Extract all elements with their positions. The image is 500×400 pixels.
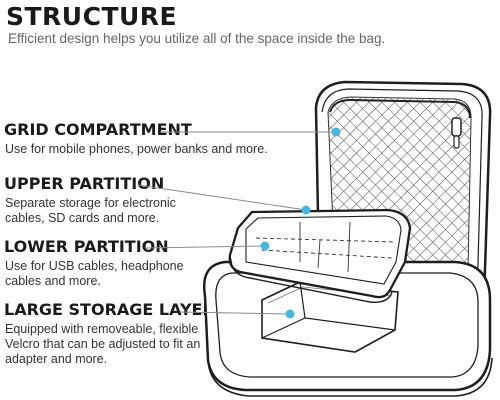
lower-partition-dot-icon <box>260 241 270 251</box>
partition-panel <box>228 208 412 303</box>
lower-partition-desc: Use for USB cables, headphone cables and… <box>5 259 184 288</box>
page-title: STRUCTURE <box>6 2 178 31</box>
upper-partition-dot-icon <box>301 205 311 215</box>
lower-partition-title: LOWER PARTITION <box>4 237 169 256</box>
callout-lines <box>137 131 336 315</box>
storage-layer-dot-icon <box>285 309 295 319</box>
upper-partition-title: UPPER PARTITION <box>4 174 165 193</box>
grid-compartment-dot-icon <box>331 127 341 137</box>
callout-dots <box>260 127 341 319</box>
grid-compartment-desc: Use for mobile phones, power banks and m… <box>5 142 268 156</box>
zipper-pull-icon <box>451 117 462 149</box>
upper-partition-desc: Separate storage for electronic cables, … <box>5 196 176 225</box>
large-storage-layer-desc: Equipped with removeable, flexible Velcr… <box>5 322 201 366</box>
grid-compartment-title: GRID COMPARTMENT <box>4 120 192 139</box>
page-subtitle: Efficient design helps you utilize all o… <box>8 31 386 46</box>
large-storage-layer-title: LARGE STORAGE LAYER <box>4 300 215 319</box>
